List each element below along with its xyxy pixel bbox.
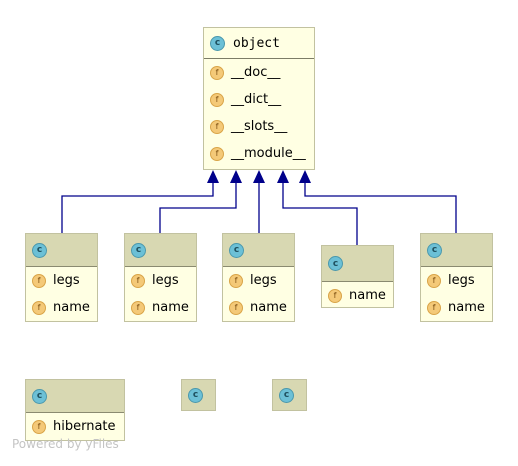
field-icon: f (427, 273, 441, 288)
field-icon: f (32, 419, 46, 434)
powered-by-watermark: Powered by yFiles (12, 437, 119, 451)
class-header: c (421, 234, 492, 267)
class-icon: c (210, 35, 225, 51)
field-name: __slots__ (231, 119, 288, 134)
edge-child-1 (61, 182, 214, 233)
class-icon: c (32, 388, 47, 404)
edge-child-4 (282, 182, 358, 245)
arrow-head-2 (230, 170, 242, 183)
field-name: __dict__ (231, 92, 282, 107)
field-icon: f (131, 300, 145, 315)
field-row: f hibernate (26, 413, 124, 440)
field-name: __module__ (231, 146, 306, 161)
field-name: name (152, 300, 189, 315)
arrow-head-4 (277, 170, 289, 183)
field-icon: f (328, 288, 342, 303)
field-name: name (349, 288, 386, 303)
arrow-head-1 (207, 170, 219, 183)
edge-child-2 (159, 182, 237, 233)
field-icon: f (210, 65, 224, 80)
edge-child-5 (304, 182, 457, 233)
field-name: name (250, 300, 287, 315)
field-icon: f (229, 300, 243, 315)
class-icon: c (328, 256, 343, 271)
class-node-object[interactable]: c object f __doc__ f __dict__ f __slots__ f… (203, 27, 315, 170)
class-icon: c (279, 387, 294, 403)
field-row: f __slots__ (204, 113, 314, 140)
field-name: legs (53, 273, 80, 288)
field-name: name (448, 300, 485, 315)
field-icon: f (210, 146, 224, 161)
class-icon: c (427, 242, 442, 258)
class-icon: c (188, 387, 203, 403)
field-icon: f (32, 300, 46, 315)
field-row: f __dict__ (204, 86, 314, 113)
field-name: legs (250, 273, 277, 288)
class-title: object (233, 35, 280, 51)
class-node-standalone-3[interactable]: c (272, 379, 307, 411)
class-header: c (182, 380, 215, 410)
class-header: c object (204, 28, 314, 59)
field-name: legs (152, 273, 179, 288)
class-header: c (125, 234, 196, 267)
field-icon: f (427, 300, 441, 315)
field-name: legs (448, 273, 475, 288)
field-name: name (53, 300, 90, 315)
arrow-head-3 (253, 170, 265, 183)
class-header: c (26, 234, 97, 267)
field-row: f __module__ (204, 140, 314, 167)
class-node-standalone-1[interactable]: c f hibernate (25, 379, 125, 441)
class-icon: c (32, 242, 47, 258)
class-header: c (223, 234, 294, 267)
class-icon: c (131, 242, 146, 258)
field-icon: f (210, 92, 224, 107)
field-icon: f (229, 273, 243, 288)
field-name: __doc__ (231, 65, 281, 80)
field-icon: f (131, 273, 145, 288)
class-header: c (322, 246, 393, 282)
class-header: c (26, 380, 124, 413)
class-icon: c (229, 242, 244, 258)
field-icon: f (32, 273, 46, 288)
class-node-standalone-2[interactable]: c (181, 379, 216, 411)
field-icon: f (210, 119, 224, 134)
arrow-head-5 (299, 170, 311, 183)
field-name: hibernate (53, 419, 116, 434)
field-row: f __doc__ (204, 59, 314, 86)
class-header: c (273, 380, 306, 410)
